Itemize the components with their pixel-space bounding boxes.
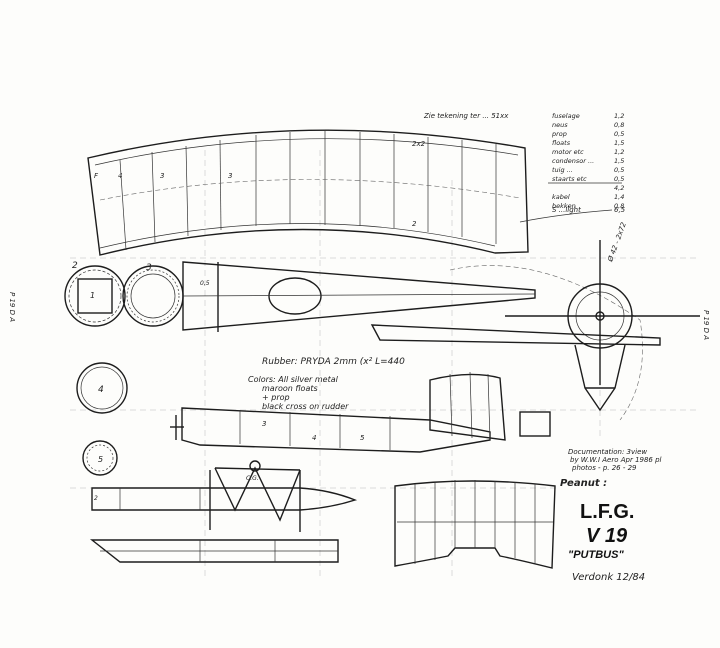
fig-label-4: 4 <box>98 385 104 395</box>
signature: Verdonk 12/84 <box>572 572 645 583</box>
svg-text:3: 3 <box>228 172 232 180</box>
fig-label-3: 3 <box>146 263 152 273</box>
weight-label: motor etc <box>552 148 584 156</box>
svg-text:2: 2 <box>412 220 417 228</box>
svg-text:3: 3 <box>262 420 266 428</box>
weight-label: kabel <box>552 193 570 201</box>
svg-text:4: 4 <box>118 172 122 180</box>
svg-text:1: 1 <box>90 291 95 300</box>
weight-label: floats <box>552 139 571 147</box>
weight-value: 1,5 <box>614 139 624 147</box>
weights-table: Zie tekening ter ... 51xx fuselage 1,2 neu… <box>423 112 626 223</box>
rubber-note-text: Rubber: PRYDA 2mm (x² L=440 <box>262 357 405 367</box>
colour-note-line: Colors: All silver metal <box>248 375 339 384</box>
doc-note-line: by W.W.I Aero Apr 1986 pl <box>570 456 662 464</box>
svg-text:3: 3 <box>160 172 164 180</box>
weight-value: 1,2 <box>614 148 624 156</box>
colour-note-line: black cross on rudder <box>262 402 349 411</box>
weight-label: tuig ... <box>552 166 573 174</box>
title-block: Peanut : L.F.G. V 19 "PUTBUS" Verdonk 12… <box>560 478 645 583</box>
margin-note-right: P 19 D A <box>702 310 710 340</box>
weight-label: staarts etc <box>552 175 587 183</box>
colour-note-line: + prop <box>262 393 290 402</box>
margin-note-left: P 19 D A <box>8 292 16 322</box>
doc-note-line: Documentation: 3view <box>568 448 647 456</box>
fig-label-5: 5 <box>98 455 103 464</box>
colour-note-line: maroon floats <box>262 384 318 393</box>
weight-value: 0,5 <box>614 130 624 138</box>
weights-total-label: S ...light <box>552 206 581 214</box>
weight-label: condensor ... <box>552 157 594 165</box>
weight-label: bekken <box>552 202 576 210</box>
svg-text:2x2: 2x2 <box>412 140 426 148</box>
svg-text:4: 4 <box>312 434 316 442</box>
fuselage-top-view: 0,5 <box>182 261 536 332</box>
svg-text:5: 5 <box>360 434 365 442</box>
peanut-label: Peanut : <box>560 478 607 489</box>
fig-label-2: 2 <box>72 261 78 271</box>
rubber-note: Rubber: PRYDA 2mm (x² L=440 <box>262 357 405 367</box>
section-views: 1 2 3 4 5 <box>64 261 184 476</box>
doc-note-line: photos - p. 26 - 29 <box>571 464 637 472</box>
header-note: Zie tekening ter ... 51xx <box>423 112 509 120</box>
weight-value: 0,8 <box>614 121 624 129</box>
weight-label: neus <box>552 121 568 129</box>
wing-plan-view: F 4 3 3 2 2x2 <box>87 129 529 256</box>
front-view: Ø 42 - 2x72 <box>370 221 700 437</box>
weight-value: 0,5 <box>614 166 624 174</box>
weight-label: fuselage <box>552 112 580 120</box>
svg-text:F: F <box>94 172 99 180</box>
weight-value: 1,4 <box>614 193 624 201</box>
title-putbus: "PUTBUS" <box>568 549 624 561</box>
weight-value: 0,8 <box>614 202 624 210</box>
title-lfg: L.F.G. <box>580 501 634 523</box>
weights-rows: fuselage 1,2 neus 0,8 prop 0,5 floats 1,5 motor … <box>551 112 624 210</box>
weight-value: 1,2 <box>614 112 624 120</box>
side-view: 3 4 5 2 C.G. <box>89 371 506 563</box>
svg-text:0,5: 0,5 <box>200 280 210 287</box>
weight-label: prop <box>551 130 567 138</box>
weight-value: 1,5 <box>614 157 624 165</box>
weight-value: 4,2 <box>614 184 624 192</box>
weight-value: 0,5 <box>614 175 624 183</box>
svg-text:Ø 42 - 2x72: Ø 42 - 2x72 <box>606 221 628 264</box>
weights-total-value: 6,5 <box>614 206 626 214</box>
tailplane-plan-view <box>394 480 556 569</box>
svg-text:2: 2 <box>94 495 98 502</box>
title-v19: V 19 <box>586 525 628 547</box>
cg-label: C.G. <box>246 475 259 482</box>
